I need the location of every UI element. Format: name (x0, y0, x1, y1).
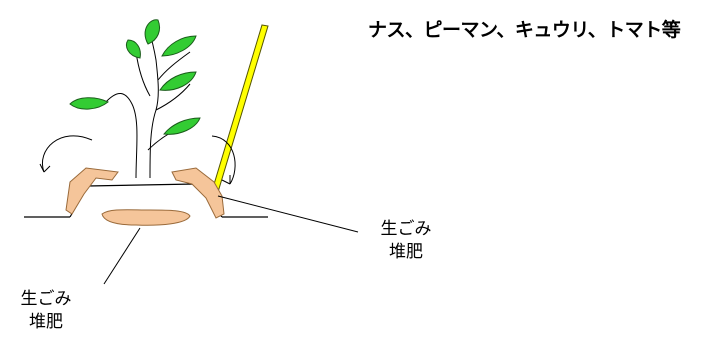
compost-label-right-line2: 堆肥 (389, 242, 423, 262)
compost-bottom (101, 209, 191, 226)
leaves (69, 19, 201, 135)
leader-line-left (103, 227, 141, 285)
compost-label-left: 生ごみ 堆肥 (6, 288, 86, 334)
compost-label-right-line1: 生ごみ (380, 219, 432, 239)
arrow-left (42, 135, 93, 173)
compost-label-left-line2: 堆肥 (29, 312, 63, 332)
leaf-top (144, 19, 161, 45)
compost-label-left-line1: 生ごみ (20, 289, 72, 309)
arrow-right (211, 135, 236, 185)
soil-arrows (39, 135, 236, 185)
compost-label-right: 生ごみ 堆肥 (366, 218, 446, 264)
leader-line-right (217, 195, 359, 233)
plant-stem (103, 25, 191, 179)
leaf-mid-right (159, 71, 197, 91)
leaf-mid-left (69, 97, 109, 110)
crop-title: ナス、ピーマン、キュウリ、トマト等 (368, 19, 681, 41)
leaf-lower-right (163, 117, 201, 135)
leaf-upper-right (161, 35, 197, 57)
compost-left-side (65, 167, 119, 215)
leaf-upper-left (126, 39, 141, 59)
support-stake (211, 24, 269, 193)
compost-right-side (171, 167, 225, 219)
